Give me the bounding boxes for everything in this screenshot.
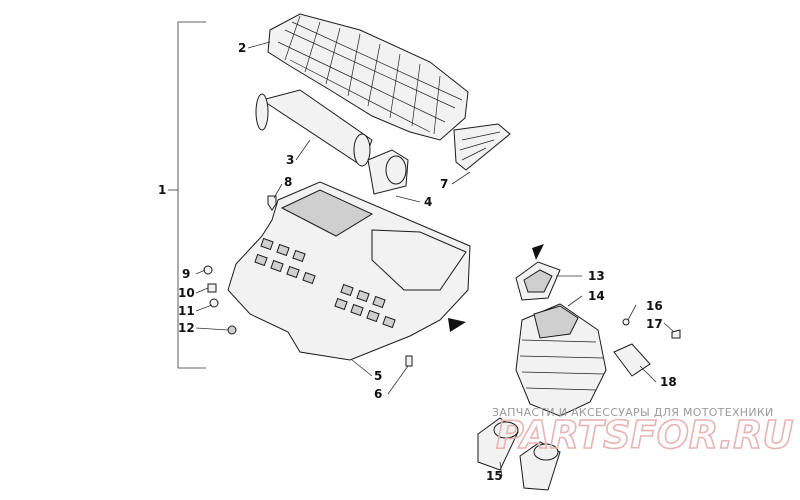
fastener-12 [227,325,237,335]
fastener-9 [203,265,213,275]
airbox-base [227,181,471,361]
air-filter [255,89,373,167]
callout-1: 1 [158,183,166,197]
callout-7: 7 [440,177,448,191]
screen-element [453,123,511,171]
fastener-16 [622,318,630,326]
watermark-logo: PARTSFOR.RU [496,413,794,457]
fastener-8 [267,195,277,211]
callout-12: 12 [178,321,195,335]
base-slots [254,237,396,329]
gasket [515,261,561,301]
fastener-6 [405,355,413,367]
fastener-11 [209,298,219,308]
callout-6: 6 [374,387,382,401]
leader-lines [195,41,675,477]
callout-5: 5 [374,369,382,383]
bracket-plate [613,343,651,377]
intake-tube-a [477,417,519,471]
callout-labels: 1 2 3 4 5 6 7 8 9 10 11 12 13 14 15 16 1… [158,41,677,483]
callout-11: 11 [178,304,195,318]
watermark-tagline: ЗАПЧАСТИ И АКСЕССУАРЫ ДЛЯ МОТОТЕХНИКИ [492,406,774,419]
group-bracket [168,21,206,369]
callout-13: 13 [588,269,605,283]
callout-15: 15 [486,469,503,483]
watermark: ЗАПЧАСТИ И АКСЕССУАРЫ ДЛЯ МОТОТЕХНИКИ PA… [492,406,794,458]
intake-tube-b [519,441,561,491]
callout-10: 10 [178,286,195,300]
pre-filter [367,149,409,195]
callout-9: 9 [182,267,190,281]
callout-3: 3 [286,153,294,167]
callout-4: 4 [424,195,432,209]
callout-2: 2 [238,41,246,55]
direction-arrow [448,318,466,332]
callout-8: 8 [284,175,292,189]
fastener-10 [207,283,217,293]
callout-17: 17 [646,317,663,331]
intake-boot [515,303,607,417]
callout-18: 18 [660,375,677,389]
airbox-cover [267,13,469,141]
callout-14: 14 [588,289,605,303]
direction-arrow [532,244,544,260]
callout-16: 16 [646,299,663,313]
